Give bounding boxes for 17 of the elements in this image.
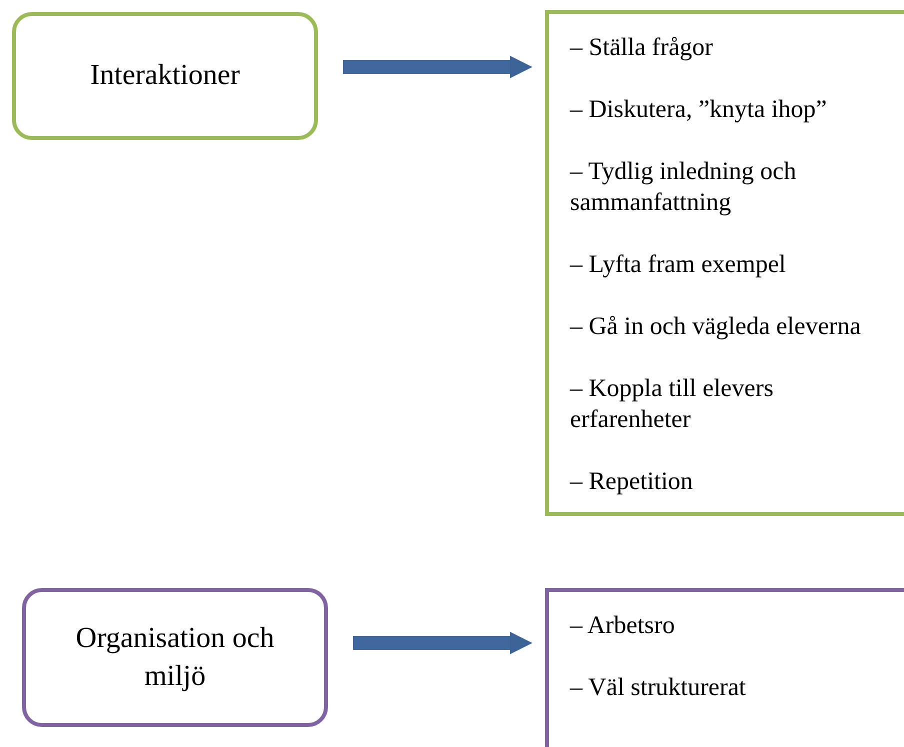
category-box (12, 12, 318, 140)
list-item: – Tydlig inledning och sammanfattning (570, 157, 798, 218)
list-box (545, 10, 904, 516)
list-item: – Koppla till elevers erfarenheter (570, 374, 774, 435)
box-label: Organisation och miljö (74, 620, 276, 694)
list-box (545, 588, 904, 747)
arrow (343, 56, 532, 78)
category-box (22, 588, 328, 727)
list-item: – Arbetsro (570, 611, 676, 641)
list-item: – Lyfta fram exempel (570, 250, 787, 280)
box-label: Interaktioner (90, 58, 240, 94)
list-item: – Repetition (570, 467, 694, 497)
list-item: – Väl strukturerat (570, 673, 747, 703)
list-item: – Diskutera, ”knyta ihop” (570, 95, 828, 125)
list-item: – Gå in och vägleda eleverna (570, 312, 862, 342)
arrow (353, 632, 532, 654)
list-item: – Ställa frågor (570, 33, 714, 63)
